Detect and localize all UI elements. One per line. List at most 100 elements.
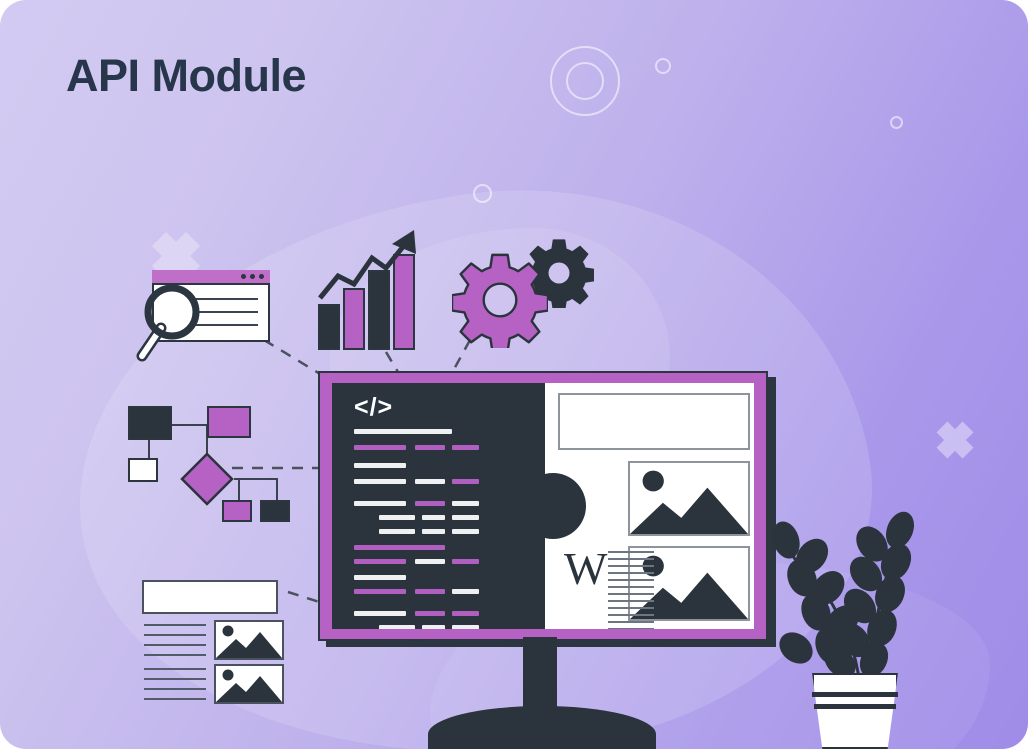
image-placeholder-icon bbox=[216, 669, 282, 702]
flow-node-purple-rect bbox=[207, 406, 251, 438]
code-line bbox=[452, 515, 479, 520]
code-line bbox=[415, 611, 445, 616]
code-line bbox=[354, 559, 406, 564]
doc-image-placeholder-top bbox=[628, 461, 750, 536]
browser-text-line-2 bbox=[196, 311, 258, 313]
code-line bbox=[354, 429, 452, 434]
doc-text-line bbox=[608, 593, 654, 595]
doc-text-line bbox=[608, 572, 654, 574]
doc-text-line bbox=[608, 565, 654, 567]
flowchart-icon bbox=[128, 396, 300, 528]
doc-text-line bbox=[608, 607, 654, 609]
decor-ring-large-outer bbox=[550, 46, 620, 116]
doc-text-line bbox=[608, 628, 654, 629]
document-text-line bbox=[144, 634, 206, 636]
browser-dot-1 bbox=[241, 274, 246, 279]
monitor-screen: </> W bbox=[332, 383, 754, 629]
page-title: API Module bbox=[66, 50, 307, 101]
potted-plant bbox=[760, 500, 950, 749]
flow-connector-1 bbox=[172, 424, 224, 426]
document-text-line bbox=[144, 698, 206, 700]
code-line bbox=[422, 529, 445, 534]
code-line bbox=[354, 479, 406, 484]
image-placeholder-icon bbox=[630, 470, 748, 534]
code-line bbox=[422, 515, 445, 520]
trend-arrow-icon bbox=[318, 230, 416, 300]
decor-cross-icon-left bbox=[151, 231, 201, 281]
doc-header-box bbox=[558, 393, 750, 450]
browser-text-line-3 bbox=[196, 324, 258, 326]
plant-pot bbox=[812, 673, 898, 749]
browser-title-bar bbox=[152, 270, 270, 285]
document-text-line bbox=[144, 668, 206, 670]
code-line bbox=[354, 545, 445, 550]
bar-chart-icon bbox=[318, 230, 418, 350]
code-line bbox=[354, 589, 406, 594]
gear-small-dark-icon bbox=[524, 239, 594, 308]
code-line bbox=[452, 611, 479, 616]
monitor: </> W bbox=[318, 371, 776, 647]
code-line bbox=[379, 529, 415, 534]
document-header-box bbox=[142, 580, 278, 614]
code-line bbox=[452, 445, 479, 450]
plant-pot-stripe-1 bbox=[812, 692, 898, 697]
doc-text-line bbox=[608, 551, 654, 553]
gears-icon bbox=[452, 238, 594, 348]
code-line bbox=[354, 501, 406, 506]
flow-node-white-rect bbox=[128, 458, 158, 482]
browser-dot-3 bbox=[259, 274, 264, 279]
document-text-line bbox=[144, 624, 206, 626]
magnifier-icon bbox=[136, 284, 200, 362]
decor-cross-icon-right bbox=[936, 421, 974, 459]
flow-connector-4 bbox=[234, 478, 278, 480]
decor-ring-small-1 bbox=[655, 58, 671, 74]
image-placeholder-icon bbox=[216, 625, 282, 658]
decor-ring-small-2 bbox=[890, 116, 903, 129]
code-line bbox=[415, 559, 445, 564]
code-line bbox=[452, 589, 479, 594]
flow-connector-2 bbox=[206, 424, 208, 460]
code-line bbox=[452, 559, 479, 564]
document-image-placeholder bbox=[214, 664, 284, 704]
bar-2 bbox=[343, 288, 365, 350]
code-tag-symbol: </> bbox=[354, 393, 394, 421]
doc-text-line bbox=[608, 586, 654, 588]
doc-text-line bbox=[608, 621, 654, 623]
decor-ring-large-inner bbox=[566, 62, 604, 100]
code-line bbox=[452, 479, 479, 484]
plant-foliage bbox=[772, 511, 914, 687]
code-line bbox=[415, 479, 445, 484]
code-line bbox=[354, 611, 406, 616]
code-editor-panel bbox=[332, 383, 545, 629]
doc-text-line bbox=[608, 558, 654, 560]
document-image-placeholder bbox=[214, 620, 284, 660]
doc-text-line bbox=[608, 579, 654, 581]
flow-node-dark-rect bbox=[128, 406, 172, 440]
code-line bbox=[452, 625, 479, 629]
code-line bbox=[452, 501, 479, 506]
flow-connector-5 bbox=[238, 478, 240, 502]
document-text-line bbox=[144, 688, 206, 690]
browser-dot-2 bbox=[250, 274, 255, 279]
document-text-line bbox=[144, 644, 206, 646]
code-line bbox=[354, 445, 406, 450]
document-letter-w: W bbox=[564, 543, 608, 594]
puzzle-connector-circle bbox=[520, 473, 587, 539]
document-text-line bbox=[144, 678, 206, 680]
code-line bbox=[452, 529, 479, 534]
decor-ring-small-3 bbox=[473, 184, 492, 203]
gear-large-purple-icon bbox=[452, 253, 548, 348]
flow-connector-6 bbox=[276, 478, 278, 502]
document-text-line bbox=[144, 654, 206, 656]
code-line bbox=[415, 501, 445, 506]
flow-node-diamond bbox=[180, 452, 234, 506]
doc-text-line bbox=[608, 600, 654, 602]
flow-connector-3 bbox=[148, 440, 150, 460]
code-line bbox=[354, 463, 406, 468]
bar-1 bbox=[318, 304, 340, 350]
flow-node-small-dark bbox=[260, 500, 290, 522]
code-line bbox=[379, 625, 415, 629]
monitor-stand-base bbox=[428, 706, 656, 749]
code-line bbox=[415, 445, 445, 450]
